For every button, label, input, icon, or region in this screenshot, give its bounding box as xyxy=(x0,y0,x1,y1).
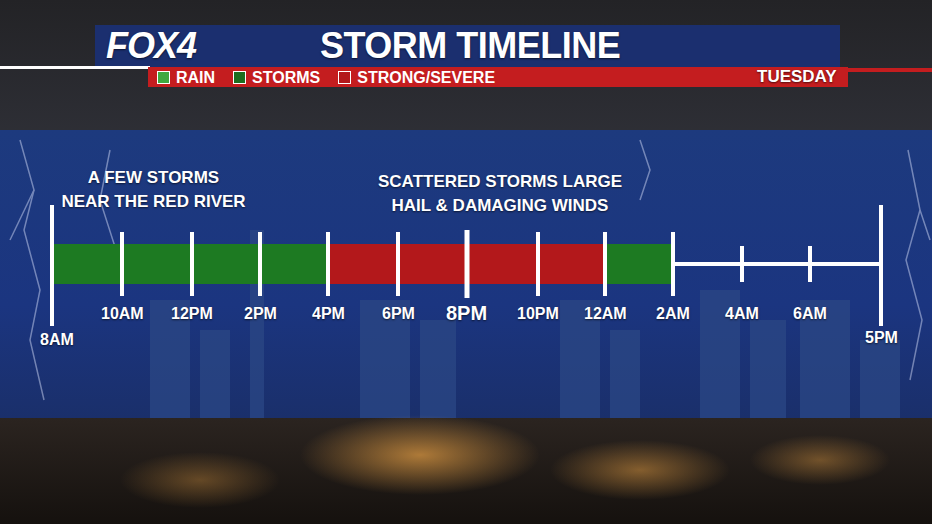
time-label: 2PM xyxy=(244,305,277,323)
header-box xyxy=(95,25,840,67)
time-label: 8AM xyxy=(40,331,74,349)
tick-marks xyxy=(52,205,881,326)
sky-top xyxy=(0,0,932,140)
lightning-bolts xyxy=(10,140,930,400)
time-label: 2AM xyxy=(656,305,690,323)
header-red-line xyxy=(840,68,932,72)
time-label: 4AM xyxy=(725,305,759,323)
timeline xyxy=(52,205,881,326)
legend-swatch xyxy=(233,71,246,84)
station-logo: FOX4 xyxy=(106,25,196,66)
legend-swatch xyxy=(338,71,351,84)
annotation: SCATTERED STORMS LARGE HAIL & DAMAGING W… xyxy=(335,170,665,218)
legend-swatch xyxy=(157,71,170,84)
chart-title: STORM TIMELINE xyxy=(320,25,620,66)
legend-item: STORMS xyxy=(233,69,320,87)
header-white-line xyxy=(0,66,150,69)
time-label: 5PM xyxy=(865,329,898,347)
legend-text: STRONG/SEVERE xyxy=(357,69,495,87)
annotation: A FEW STORMS NEAR THE RED RIVER xyxy=(46,166,261,214)
time-label: 12AM xyxy=(584,305,627,323)
time-label: 6AM xyxy=(793,305,827,323)
legend-item: RAIN xyxy=(157,69,215,87)
time-label: 10PM xyxy=(517,305,559,323)
legend-text: RAIN xyxy=(176,69,215,87)
legend-text: STORMS xyxy=(252,69,320,87)
time-label: 12PM xyxy=(171,305,213,323)
city-lights xyxy=(120,415,890,508)
storm-segment xyxy=(605,244,673,284)
legend-item: STRONG/SEVERE xyxy=(338,69,495,87)
time-label: 8PM xyxy=(446,302,487,325)
time-label: 4PM xyxy=(312,305,345,323)
time-label: 10AM xyxy=(101,305,144,323)
legend: RAIN STORMS STRONG/SEVERE xyxy=(157,68,495,87)
blue-panel xyxy=(0,130,932,422)
time-label: 6PM xyxy=(382,305,415,323)
legend-bar xyxy=(148,67,848,87)
day-label: TUESDAY xyxy=(757,67,837,87)
quiet-line xyxy=(673,262,881,266)
